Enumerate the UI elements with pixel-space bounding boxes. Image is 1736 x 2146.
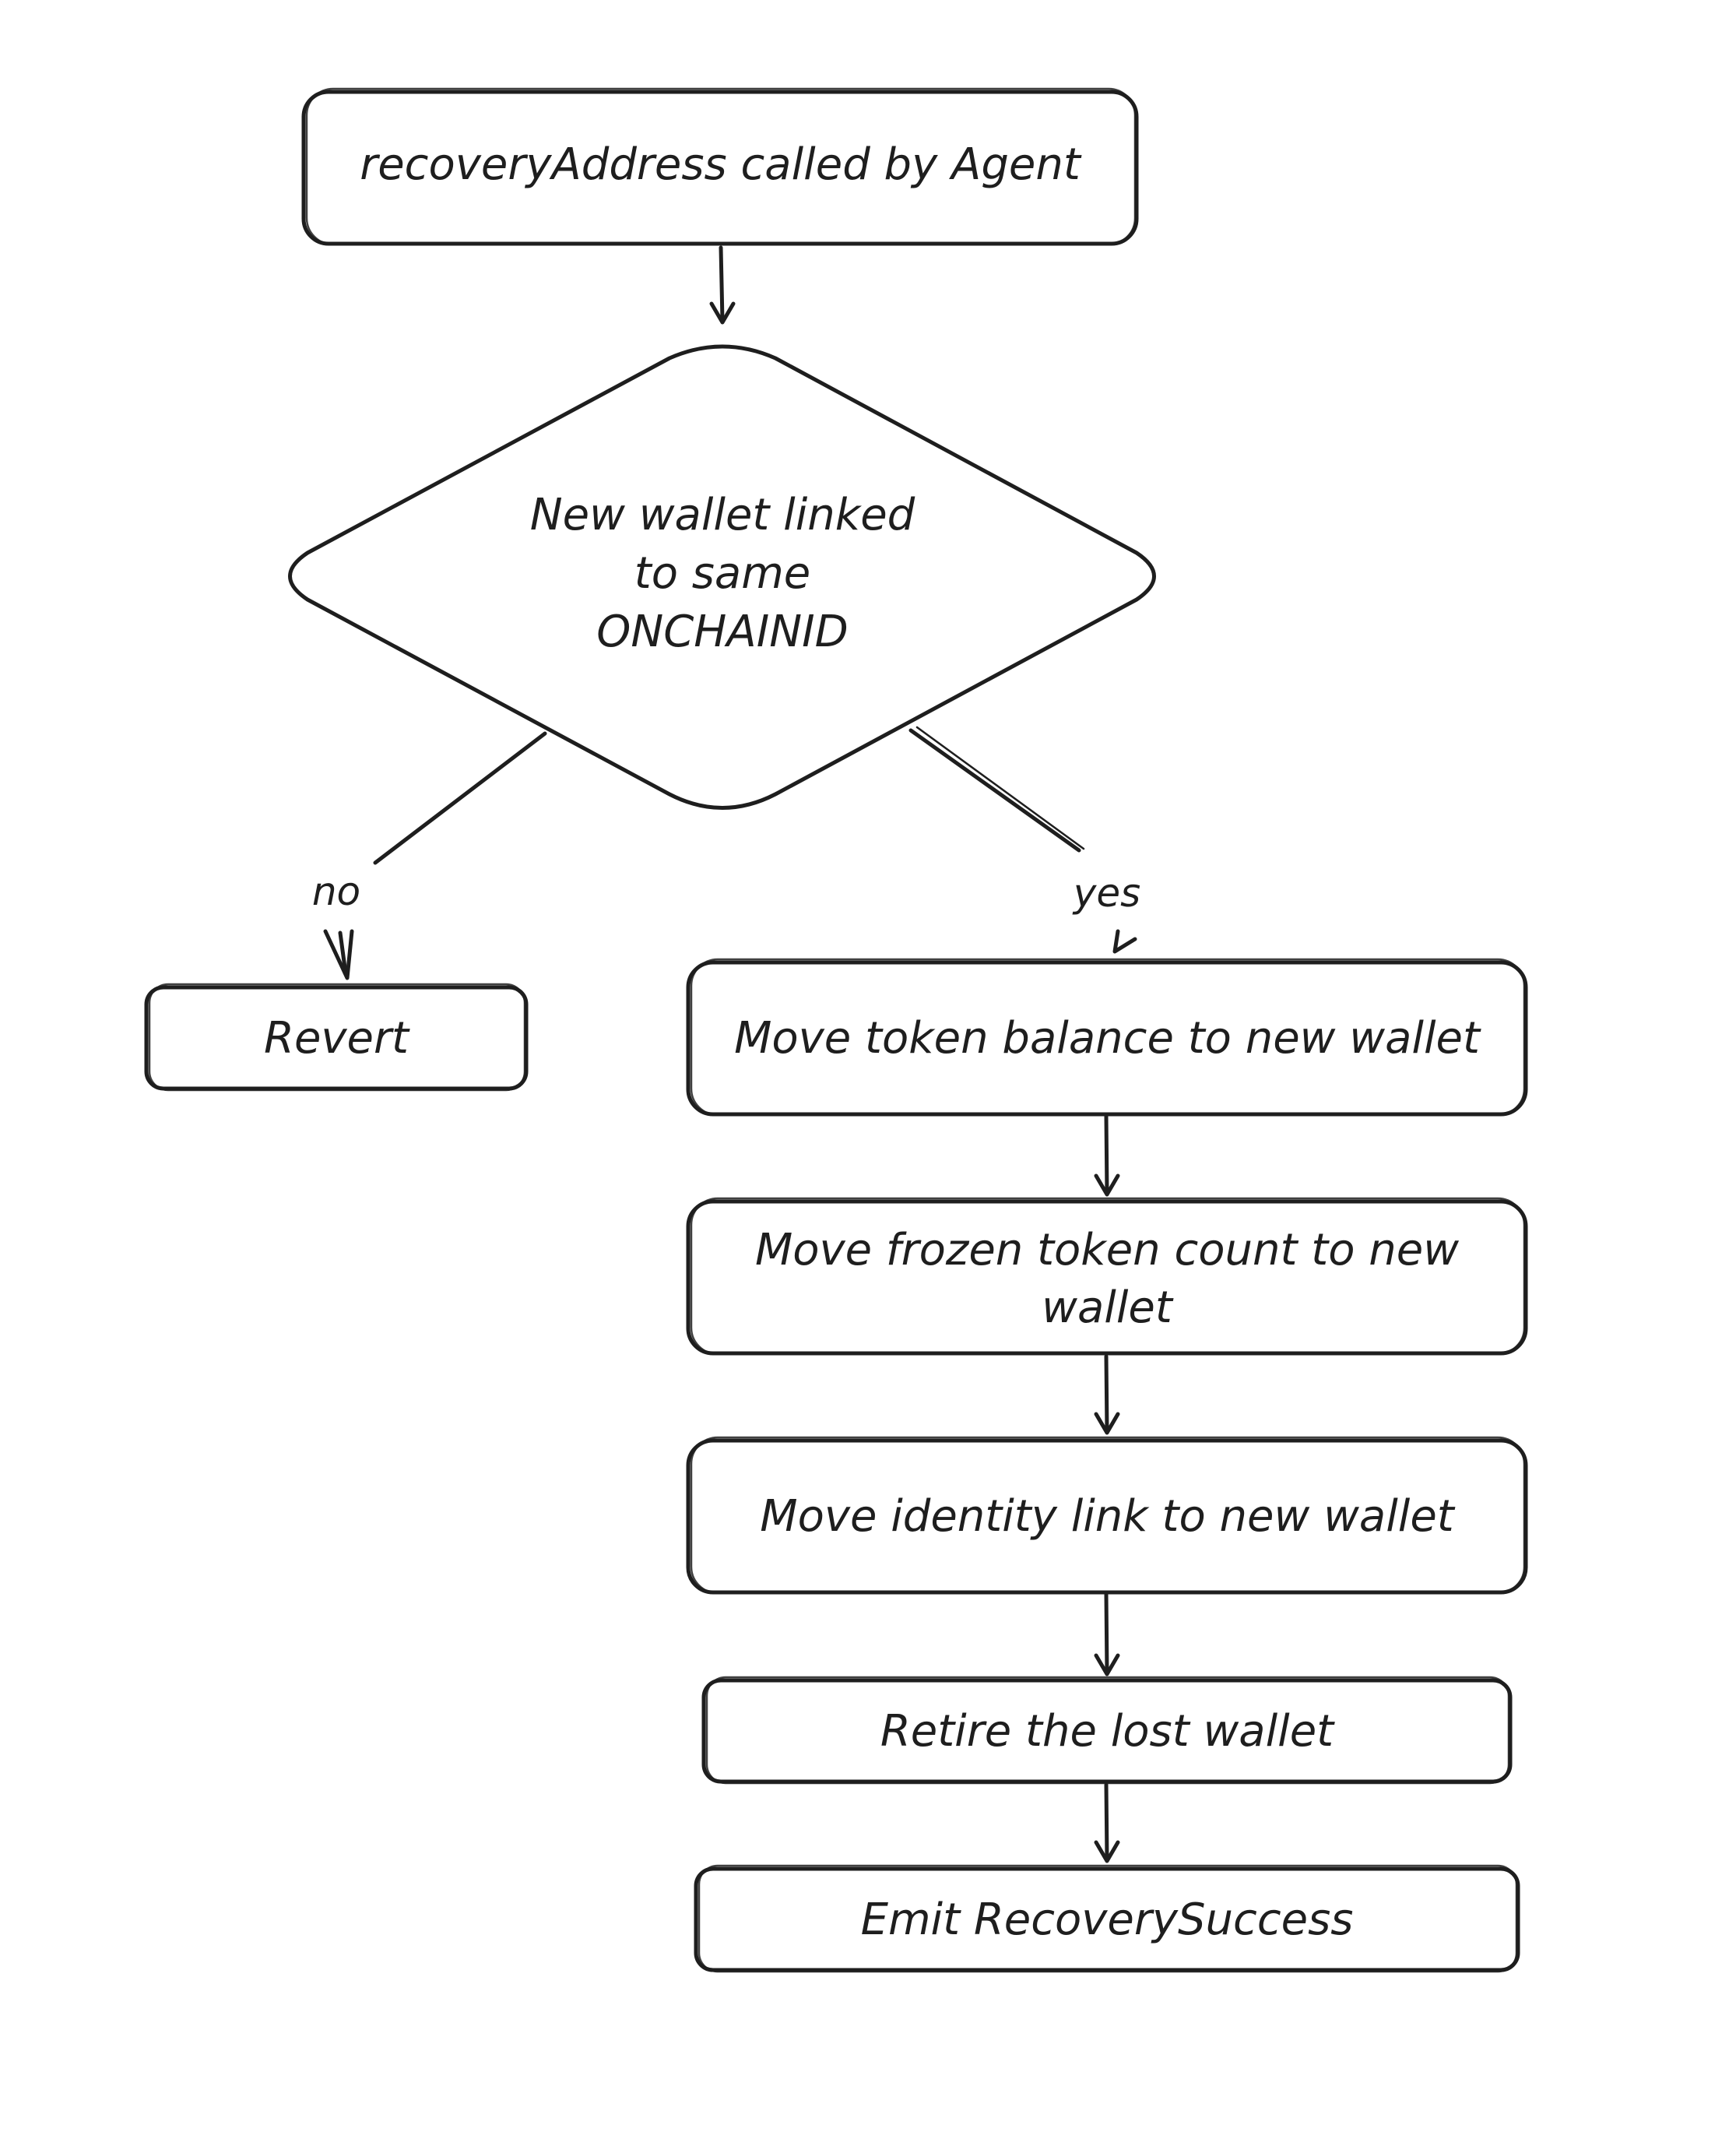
node-move-balance: Move token balance to new wallet [686, 958, 1528, 1117]
node-revert-shape [144, 985, 529, 1091]
node-emit-sketch-stroke [698, 1864, 1518, 1973]
node-retire: Retire the lost wallet [701, 1676, 1513, 1785]
edge-move-identity-to-retire-line [1104, 1592, 1109, 1675]
node-start-sketch-stroke [305, 87, 1137, 246]
node-move-frozen-label-line-2: wallet [1042, 1282, 1174, 1333]
edge-start-to-decision [709, 245, 736, 325]
node-move-balance-sketch-stroke [690, 958, 1526, 1117]
node-revert-label: Revert [264, 1013, 410, 1064]
edge-retire-to-emit-arrowhead [1094, 1840, 1120, 1863]
edge-move-frozen-to-move-identity [1094, 1354, 1120, 1435]
edge-label-yes: yes [1072, 871, 1140, 916]
edge-decision-to-move-balance-line [908, 728, 1081, 853]
edge-move-frozen-to-move-identity-arrowhead [1094, 1412, 1120, 1435]
node-decision: New wallet linked to same ONCHAINID [288, 344, 1156, 810]
node-emit-label: Emit RecoverySuccess [861, 1894, 1354, 1945]
node-decision-label-line-2: to same [634, 548, 811, 599]
node-start-label: recoveryAddress called by Agent [360, 139, 1082, 190]
edge-move-identity-to-retire [1094, 1592, 1120, 1676]
edge-decision-to-revert-arrowhead-stem [338, 931, 348, 976]
edge-retire-to-emit [1094, 1782, 1120, 1863]
node-emit: Emit RecoverySuccess [694, 1864, 1520, 1973]
edge-move-balance-to-move-frozen [1094, 1114, 1120, 1197]
node-retire-sketch-stroke [705, 1676, 1510, 1785]
edge-decision-to-move-balance: yes [908, 726, 1140, 954]
edge-label-no: no [312, 869, 360, 914]
node-retire-label: Retire the lost wallet [880, 1706, 1335, 1757]
node-decision-label-line-1: New wallet linked [530, 490, 915, 540]
node-decision-label-line-3: ONCHAINID [596, 607, 849, 657]
node-retire-shape [701, 1678, 1513, 1784]
node-emit-shape [694, 1866, 1520, 1972]
node-move-balance-label: Move token balance to new wallet [734, 1013, 1481, 1064]
edge-decision-to-revert-line [373, 731, 547, 865]
node-move-identity-label: Move identity link to new wallet [760, 1491, 1456, 1542]
node-decision-shape [288, 344, 1156, 810]
node-start: recoveryAddress called by Agent [301, 87, 1139, 246]
edge-decision-to-move-balance-line-sketch [915, 726, 1085, 850]
edge-start-to-decision-line [719, 245, 725, 323]
edge-retire-to-emit-line [1104, 1782, 1109, 1862]
edge-move-frozen-to-move-identity-line [1104, 1354, 1109, 1434]
edge-decision-to-revert-arrowhead [323, 929, 354, 980]
node-move-identity-sketch-stroke [690, 1436, 1526, 1595]
edge-move-balance-to-move-frozen-arrowhead [1094, 1173, 1120, 1197]
node-move-identity: Move identity link to new wallet [686, 1436, 1528, 1595]
edge-decision-to-revert: no [312, 731, 547, 980]
node-move-frozen: Move frozen token count to new wallet [686, 1197, 1528, 1356]
node-revert: Revert [144, 983, 529, 1092]
node-move-frozen-sketch-stroke [690, 1197, 1526, 1356]
node-revert-sketch-stroke [148, 983, 526, 1092]
edge-start-to-decision-arrowhead [709, 301, 736, 325]
node-move-frozen-label-line-1: Move frozen token count to new [755, 1225, 1459, 1275]
edge-move-identity-to-retire-arrowhead [1094, 1653, 1120, 1676]
edge-move-balance-to-move-frozen-line [1104, 1114, 1109, 1195]
edge-decision-to-move-balance-arrowhead [1112, 929, 1137, 954]
